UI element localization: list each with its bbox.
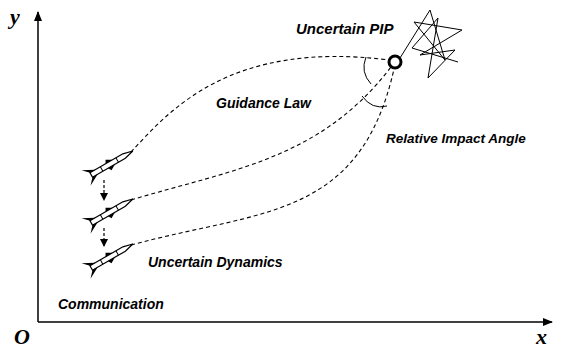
target-circle [389, 56, 401, 68]
angle-label: Relative Impact Angle [386, 131, 526, 147]
communication-label: Communication [58, 296, 164, 312]
dynamics-label: Uncertain Dynamics [148, 254, 283, 270]
trajectories [131, 56, 394, 245]
axis-label: x [536, 324, 547, 349]
communication-arrows [103, 180, 104, 246]
angle-arcs [362, 57, 387, 107]
target-label: Uncertain PIP [296, 20, 394, 37]
uncertainty-scribble [400, 10, 462, 78]
missiles [82, 143, 138, 279]
axes [38, 12, 552, 322]
guidance-label: Guidance Law [216, 95, 311, 111]
origin-label: O [14, 324, 30, 349]
axis-label: y [10, 4, 20, 29]
